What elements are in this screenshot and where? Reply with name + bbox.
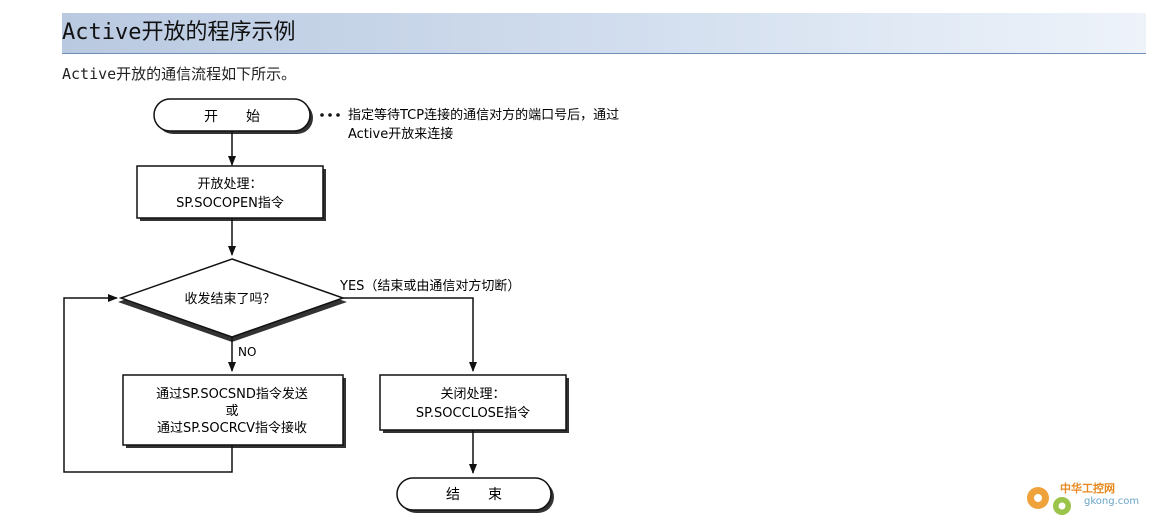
send-line-2: 或 (225, 404, 238, 419)
start-label: 开 始 (204, 109, 260, 125)
header-band (62, 13, 1146, 54)
note-dots (320, 113, 340, 117)
arrow-yes-to-close (343, 297, 477, 372)
send-line-1: 通过SP.SOCSND指令发送 (156, 386, 308, 402)
intro-text: Active开放的通信流程如下所示。 (62, 65, 297, 83)
yes-label: YES（结束或由通信对方切断） (339, 278, 520, 294)
gear-icon (1027, 487, 1071, 515)
start-note-line-2: Active开放来连接 (348, 126, 453, 142)
start-note-line-1: 指定等待TCP连接的通信对方的端口号后，通过 (348, 107, 619, 123)
decision-diamond: 收发结束了吗？ (118, 258, 347, 342)
decision-label: 收发结束了吗？ (184, 291, 275, 307)
close-label-line-2: SP.SOCCLOSE指令 (416, 406, 530, 421)
open-label-line-1: 开放处理： (197, 177, 262, 192)
open-label-line-2: SP.SOCOPEN指令 (176, 196, 284, 211)
send-line-3: 通过SP.SOCRCV指令接收 (157, 420, 307, 436)
watermark-url: gkong.com (1084, 496, 1140, 507)
page-title: Active开放的程序示例 (62, 20, 296, 45)
close-process-box: 关闭处理： SP.SOCCLOSE指令 (379, 374, 569, 433)
watermark-logo (1027, 487, 1071, 515)
close-label-line-1: 关闭处理： (440, 387, 505, 402)
end-terminal: 结 束 (396, 477, 554, 513)
end-label: 结 束 (446, 487, 502, 503)
send-receive-box: 通过SP.SOCSND指令发送 或 通过SP.SOCRCV指令接收 (122, 374, 346, 448)
arrow-loop-back (63, 294, 233, 473)
no-label: NO (238, 345, 256, 359)
watermark-name: 中华工控网 (1060, 482, 1115, 495)
open-process-box: 开放处理： SP.SOCOPEN指令 (136, 165, 326, 221)
start-terminal: 开 始 (153, 98, 313, 134)
